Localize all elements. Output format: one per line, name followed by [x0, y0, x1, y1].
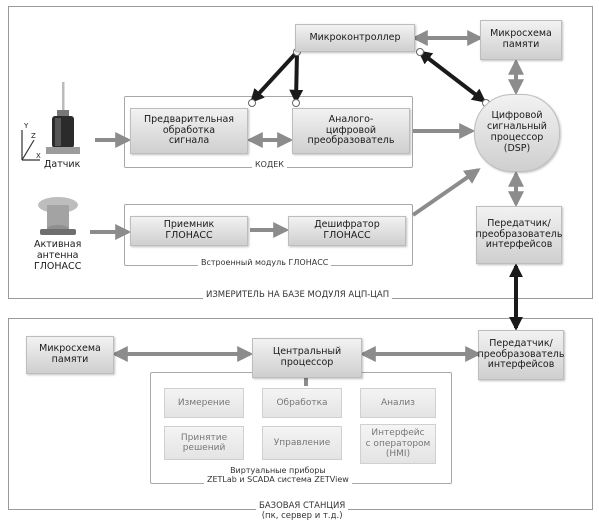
- hmi-box: Интерфейс с оператором (HMI): [360, 424, 436, 464]
- sensor-label: Датчик: [44, 159, 81, 170]
- analysis-box: Анализ: [360, 388, 436, 418]
- glonass-module-label: Встроенный модуль ГЛОНАСС: [198, 258, 332, 268]
- arrow-mcu-preproc: [250, 50, 299, 104]
- sensor-icon: [46, 82, 80, 154]
- virtual-instruments-label: Виртуальные приборы ZETLab и SCADA систе…: [204, 466, 352, 485]
- axes-icon: [21, 130, 40, 161]
- measurement-box: Измерение: [164, 388, 244, 418]
- bs-memory-chip-box: Микросхема памяти: [26, 336, 114, 374]
- processing-box: Обработка: [262, 388, 342, 418]
- control-box: Управление: [262, 426, 342, 460]
- arrow-mcu-adc: [289, 51, 304, 104]
- antenna-label: Активная антенна ГЛОНАСС: [34, 239, 82, 272]
- junction-mcu-right: [416, 48, 424, 56]
- receiver-box: Приемник ГЛОНАСС: [130, 216, 248, 246]
- dsp-box: Цифровой сигнальный процессор (DSP): [474, 94, 560, 172]
- arrow-decoder-dsp: [411, 168, 481, 217]
- axis-y-label: Y: [24, 122, 29, 130]
- base-station-panel-label: БАЗОВАЯ СТАНЦИЯ (пк, сервер и т.д.): [256, 501, 349, 522]
- decoder-box: Дешифратор ГЛОНАСС: [288, 216, 406, 246]
- bs-transmitter-box: Передатчик/ преобразователь интерфейсов: [478, 330, 564, 380]
- cpu-box: Центральный процессор: [252, 338, 362, 378]
- codec-label: КОДЕК: [252, 160, 287, 170]
- antenna-icon: [38, 197, 78, 235]
- junction-adc: [292, 99, 300, 107]
- transmitter-box: Передатчик/ преобразователь интерфейсов: [476, 206, 562, 264]
- memory-chip-box: Микросхема памяти: [480, 20, 562, 60]
- microcontroller-box: Микроконтроллер: [295, 24, 415, 52]
- arrow-mcu-dsp: [417, 50, 487, 103]
- axis-z-label: Z: [31, 132, 36, 140]
- axis-x-label: X: [36, 152, 41, 160]
- measurer-panel-label: ИЗМЕРИТЕЛЬ НА БАЗЕ МОДУЛЯ АЦП-ЦАП: [203, 290, 393, 301]
- preprocessing-box: Предварительная обработка сигнала: [130, 108, 248, 154]
- junction-preproc: [248, 99, 256, 107]
- adc-box: Аналого- цифровой преобразователь: [292, 108, 410, 154]
- decision-box: Принятие решений: [164, 426, 244, 460]
